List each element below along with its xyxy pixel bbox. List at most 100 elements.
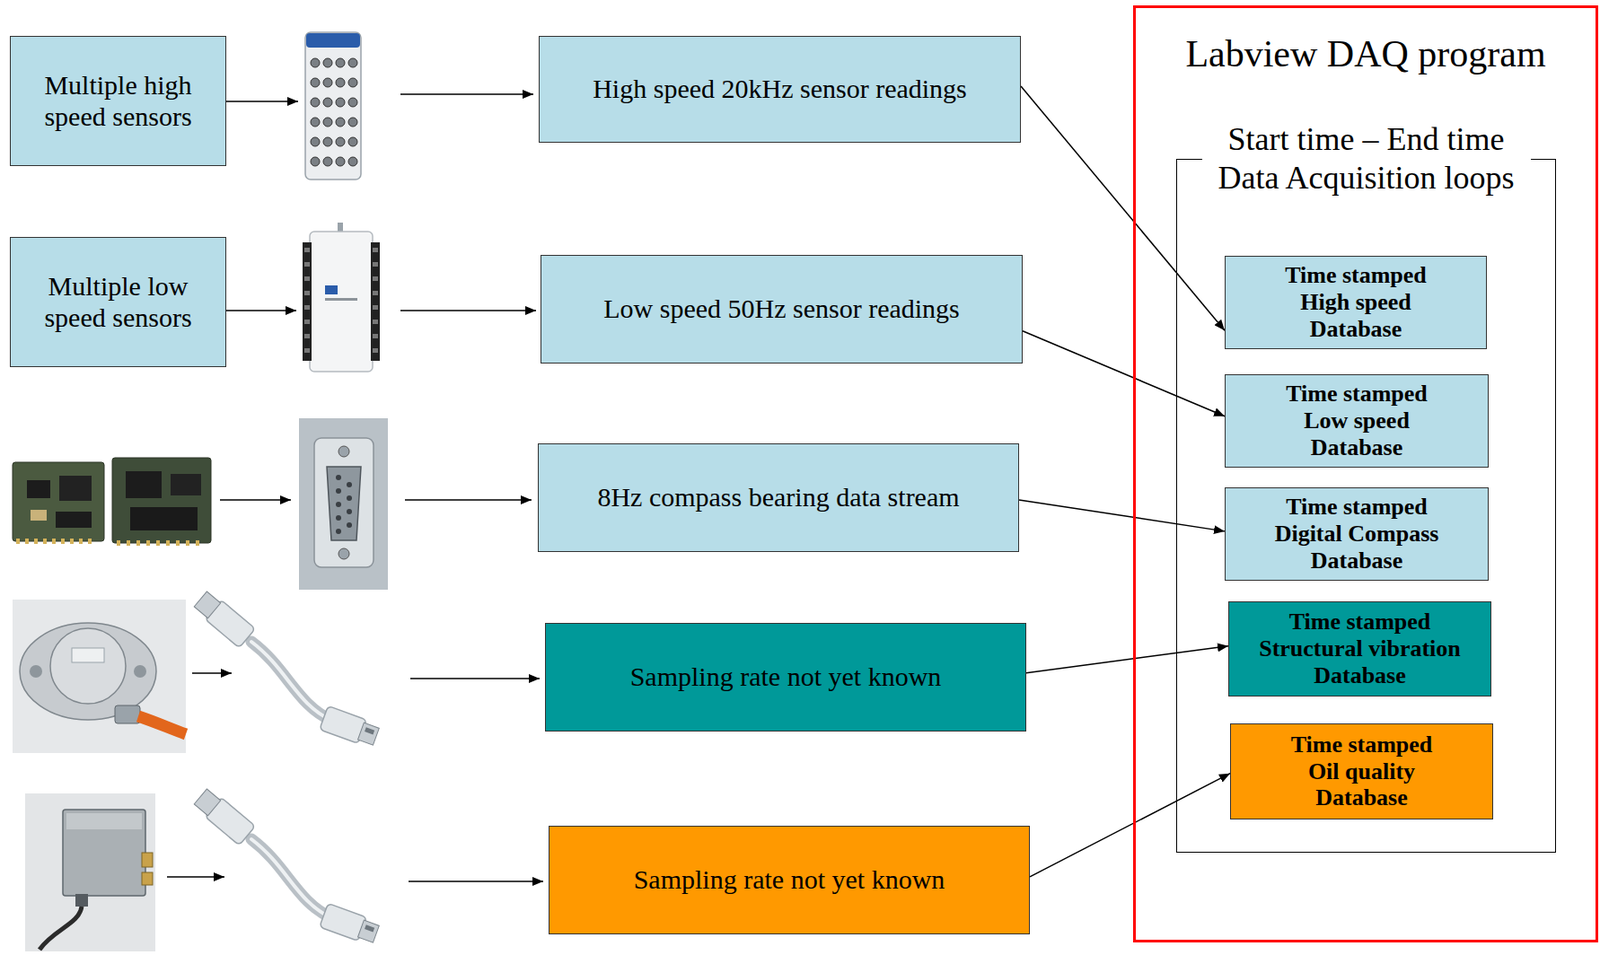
signal-arrow xyxy=(167,94,544,882)
bnc-daq-device-part-part xyxy=(348,97,358,107)
serial-connector-part-part xyxy=(346,522,352,528)
box-label: Time stamped High speed Database xyxy=(1270,262,1442,343)
usb-daq-device-part xyxy=(325,285,338,295)
compass-circuit-board-part-part xyxy=(43,538,47,545)
bnc-daq-device-part-part xyxy=(310,58,320,68)
bnc-daq-device-part-part xyxy=(323,78,333,88)
signal-arrow-part xyxy=(192,672,232,675)
serial-connector-part xyxy=(338,446,350,458)
oil-quality-sensor-part xyxy=(62,809,146,897)
serial-connector-part xyxy=(326,466,361,541)
data-stream-box: High speed 20kHz sensor readings xyxy=(538,35,1021,143)
usb-daq-device-part-part xyxy=(304,305,310,310)
bnc-daq-device-part-part xyxy=(348,58,358,68)
usb-daq-device-part-part xyxy=(372,290,379,296)
box-label: Sampling rate not yet known xyxy=(560,864,1019,897)
compass-circuit-board-part-part xyxy=(16,538,20,545)
serial-connector-part xyxy=(314,438,374,568)
compass-circuit-board-part-part xyxy=(175,540,180,546)
bnc-daq-device-part-part xyxy=(310,137,320,147)
compass-circuit-board-part xyxy=(125,471,162,499)
signal-arrow-part xyxy=(226,100,299,103)
box-label: Sampling rate not yet known xyxy=(556,661,1015,694)
usb-daq-device-part-part xyxy=(372,319,379,325)
bnc-daq-device-part-part xyxy=(323,117,333,127)
bnc-daq-device-part-part xyxy=(335,97,345,107)
bnc-daq-device-part-part xyxy=(348,117,358,127)
signal-arrow-part xyxy=(226,309,297,312)
usb-daq-device-part xyxy=(304,247,379,353)
database-box: Time stamped Oil quality Database xyxy=(1230,723,1494,820)
usb-daq-device-part-part xyxy=(304,334,310,339)
bnc-daq-device-part-part xyxy=(335,157,345,167)
usb-daq-device-part xyxy=(325,298,358,301)
bnc-daq-device-part xyxy=(306,33,361,48)
vibration-sensor-part xyxy=(12,599,186,754)
bnc-daq-device-part-part xyxy=(310,78,320,88)
database-box: Time stamped Digital Compass Database xyxy=(1224,487,1489,581)
box-label: Low speed 50Hz sensor readings xyxy=(553,293,1011,326)
connector-arrow xyxy=(1029,773,1231,878)
signal-arrow-part xyxy=(400,93,534,96)
vibration-sensor-part xyxy=(138,716,186,735)
data-stream-box: Low speed 50Hz sensor readings xyxy=(540,254,1023,364)
usb-daq-device xyxy=(302,222,380,372)
compass-circuit-board-part-part xyxy=(126,540,131,546)
serial-connector-part xyxy=(338,548,350,560)
bnc-daq-device-part-part xyxy=(310,117,320,127)
bnc-daq-device-part xyxy=(310,58,358,167)
usb-daq-device-part xyxy=(302,242,312,361)
bnc-daq-device xyxy=(305,32,361,180)
vibration-sensor-part xyxy=(50,628,126,704)
compass-circuit-board-part-part xyxy=(25,538,29,545)
oil-quality-sensor-part xyxy=(25,793,156,952)
bnc-daq-device-part-part xyxy=(335,58,345,68)
frame-heading: Labview DAQ program xyxy=(1142,31,1589,77)
signal-arrow-part xyxy=(410,677,540,680)
serial-connector-part-part xyxy=(346,482,352,488)
box-label: 8Hz compass bearing data stream xyxy=(549,482,1008,514)
bnc-daq-device-part-part xyxy=(323,97,333,107)
vibration-sensor-part xyxy=(71,648,105,663)
box-label: High speed 20kHz sensor readings xyxy=(551,73,1010,106)
signal-arrow-part xyxy=(219,499,291,502)
signal-arrow-part xyxy=(400,309,537,312)
bnc-daq-device-part-part xyxy=(323,58,333,68)
oil-quality-sensor-part xyxy=(141,852,153,868)
compass-circuit-board-part xyxy=(130,507,198,531)
usb-daq-device-part-part xyxy=(372,262,379,267)
box-label: Time stamped Low speed Database xyxy=(1271,380,1442,462)
compass-circuit-board-part-part xyxy=(34,538,38,545)
compass-circuit-board-part-part xyxy=(185,540,190,546)
compass-circuit-board-part xyxy=(16,538,200,546)
compass-circuit-board-part xyxy=(12,462,105,542)
oil-quality-sensor-part xyxy=(66,813,142,830)
box-label: Multiple low speed sensors xyxy=(28,271,209,334)
compass-circuit-board-part xyxy=(26,480,51,499)
usb-daq-device-part-part xyxy=(372,247,379,253)
serial-connector-part-part xyxy=(346,495,352,502)
usb-daq-device-part-part xyxy=(304,247,310,253)
usb-daq-device-part-part xyxy=(372,305,379,310)
bnc-daq-device-part-part xyxy=(323,137,333,147)
bnc-daq-device-part-part xyxy=(335,78,345,88)
vibration-sensor xyxy=(12,599,186,754)
data-stream-box: Sampling rate not yet known xyxy=(548,826,1030,935)
serial-connector-part-part xyxy=(335,474,342,481)
usb-daq-device-part xyxy=(370,242,380,361)
vibration-sensor-part xyxy=(29,665,43,678)
signal-arrow-part xyxy=(404,499,532,502)
database-box: Time stamped High speed Database xyxy=(1224,255,1487,350)
compass-circuit-board-part-part xyxy=(79,538,83,545)
signal-arrow-part xyxy=(167,876,225,879)
compass-circuit-board-part-part xyxy=(156,540,160,546)
bnc-daq-device-part-part xyxy=(335,117,345,127)
usb-cable xyxy=(192,787,380,947)
serial-connector-part-part xyxy=(335,515,342,521)
compass-circuit-board-part xyxy=(59,475,92,502)
box-label: Time stamped Digital Compass Database xyxy=(1265,493,1450,575)
box-label: Multiple high speed sensors xyxy=(28,70,209,132)
usb-daq-device-part-part xyxy=(304,290,310,296)
connector-arrow xyxy=(1019,500,1225,532)
compass-circuit-board-part-part xyxy=(70,538,74,545)
